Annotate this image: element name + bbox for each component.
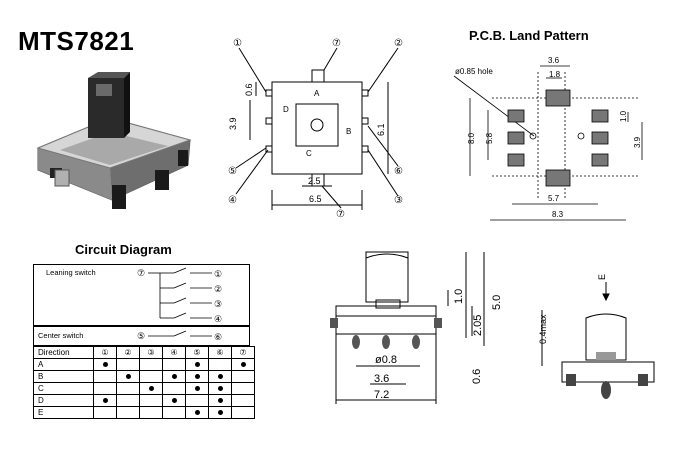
dim-label: 3.6	[548, 56, 560, 65]
connection-dot	[194, 410, 200, 415]
dim-label: 2.05	[472, 315, 484, 336]
pin-label: ③	[394, 195, 403, 206]
pin-label: ②	[214, 284, 222, 294]
pin-label: ⑦	[332, 38, 341, 49]
connection-dot	[217, 398, 223, 403]
dim-label: 3.6	[374, 373, 389, 385]
center-switch-label: Center switch	[38, 331, 84, 340]
dim-label: ø0.8	[375, 354, 397, 366]
pin-label: ③	[214, 299, 222, 309]
dim-label: 3.9	[633, 136, 642, 148]
pin-label: ⑤	[137, 331, 145, 341]
table-header-row: Direction ① ② ③ ④ ⑤ ⑥ ⑦	[33, 346, 255, 359]
connection-dot	[194, 374, 200, 379]
center-switch-box: Center switch	[33, 326, 250, 346]
dim-label: 7.2	[374, 389, 389, 401]
direction-label: A	[314, 89, 320, 98]
dim-label: 1.0	[453, 289, 465, 304]
connection-dot	[194, 362, 200, 367]
pin-label: ②	[394, 38, 403, 49]
connection-dot	[171, 374, 177, 379]
dim-label: 1.8	[549, 70, 561, 79]
force-label: E	[597, 274, 607, 280]
pin-label: ⑦	[137, 268, 145, 278]
connection-dot	[102, 398, 108, 403]
dim-label: 3.9	[228, 117, 238, 130]
connection-dot	[217, 374, 223, 379]
dim-label: 5.8	[485, 132, 494, 144]
circuit-section-title: Circuit Diagram	[75, 242, 172, 257]
dim-label: 2.5	[308, 176, 321, 186]
dim-label: 0.4max	[538, 314, 548, 344]
pin-label: ⑤	[228, 166, 237, 177]
pin-label: ④	[214, 314, 222, 324]
pin-label: ⑥	[214, 332, 222, 342]
dim-label: 8.3	[552, 210, 564, 219]
dim-label: 5.7	[548, 194, 560, 203]
connection-dot	[148, 386, 154, 391]
pin-label: ⑥	[394, 166, 403, 177]
leaning-switch-box: Leaning switch	[33, 264, 250, 326]
dim-label: 0.6	[244, 83, 254, 96]
pin-label: ④	[228, 195, 237, 206]
connection-dot	[217, 386, 223, 391]
dim-label: 8.0	[467, 132, 476, 144]
connection-dot	[194, 386, 200, 391]
hole-label: ø0.85 hole	[455, 67, 493, 76]
connection-dot	[240, 362, 246, 367]
product-title: MTS7821	[18, 26, 135, 56]
dim-label: 6.1	[376, 123, 386, 136]
dim-label: 5.0	[491, 295, 503, 310]
pcb-section-title: P.C.B. Land Pattern	[469, 28, 589, 43]
dim-label: 6.5	[309, 194, 322, 204]
pin-label: ⑦	[336, 209, 345, 220]
connection-cell	[231, 406, 255, 419]
connection-dot	[125, 374, 131, 379]
direction-label: C	[306, 149, 312, 158]
leaning-switch-label: Leaning switch	[46, 268, 96, 277]
connection-dot	[102, 362, 108, 367]
dim-label: 0.6	[471, 369, 483, 384]
pin-label: ①	[233, 38, 242, 49]
pin-label: ①	[214, 269, 222, 279]
connection-dot	[217, 410, 223, 415]
direction-label: D	[283, 105, 289, 114]
table-row: E	[33, 406, 255, 419]
dim-label: 1.0	[619, 110, 628, 122]
connection-dot	[171, 398, 177, 403]
direction-label: B	[346, 127, 351, 136]
